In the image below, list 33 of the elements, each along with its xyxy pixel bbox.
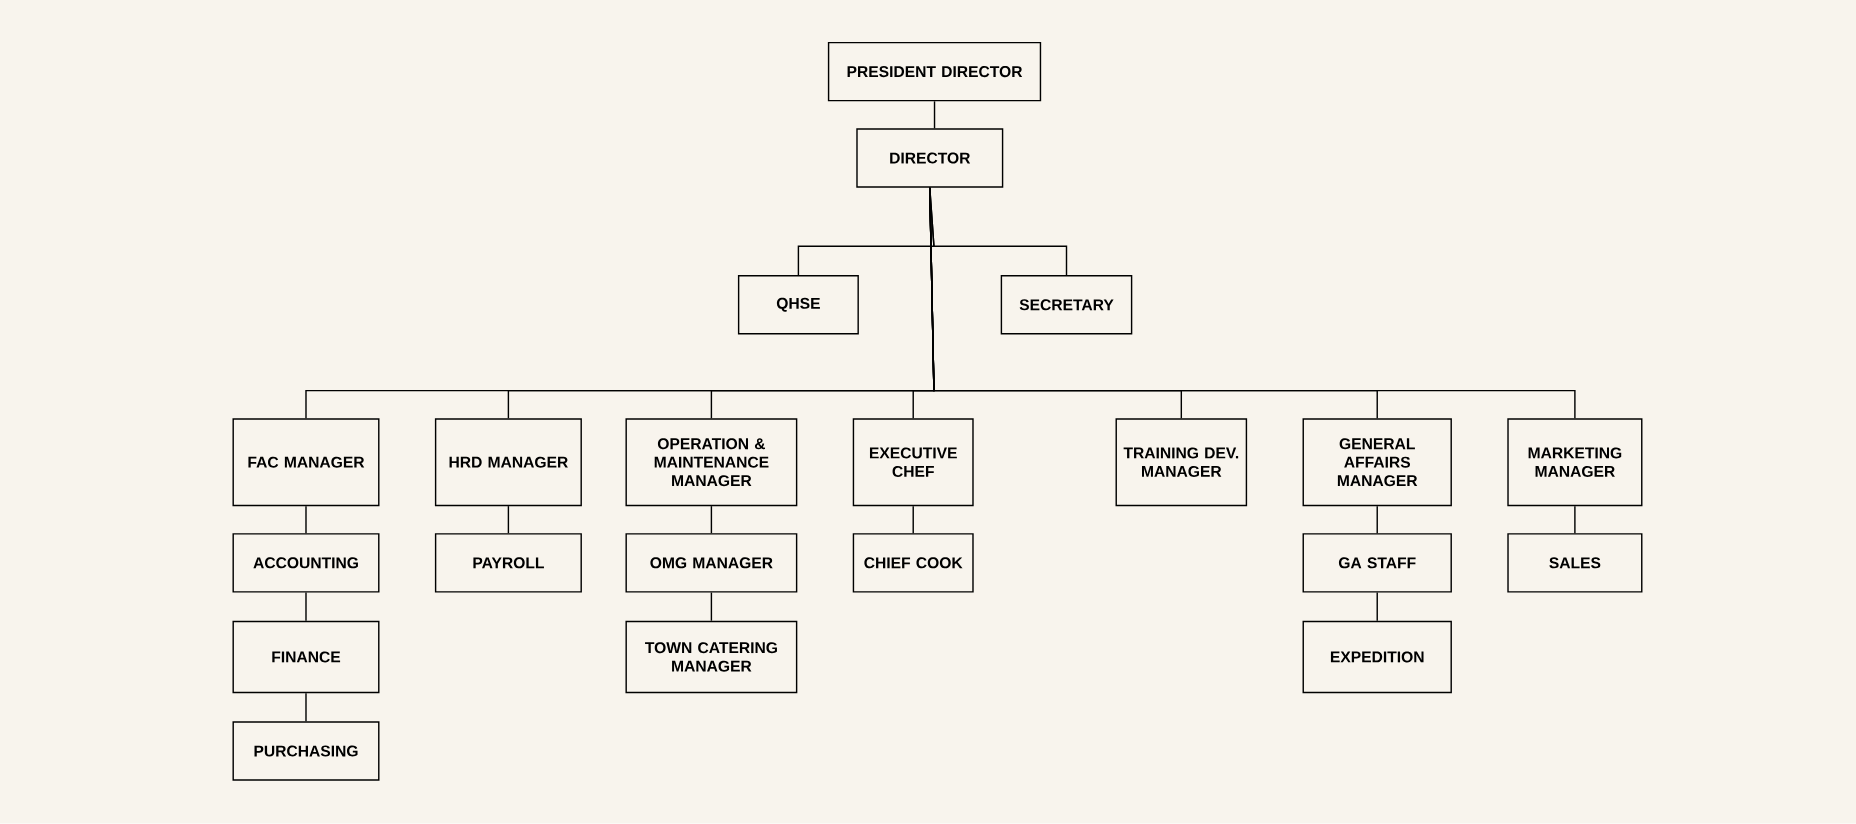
position-box: TRAINING DEV. MANAGER — [1115, 418, 1248, 507]
position-box: OMG MANAGER — [625, 533, 798, 593]
position-box: TOWN CATERING MANAGER — [625, 620, 798, 694]
position-box: ACCOUNTING — [232, 533, 380, 593]
position-box: PRESIDENT DIRECTOR — [827, 42, 1042, 102]
position-box: MARKETING MANAGER — [1507, 418, 1643, 507]
position-box: HRD MANAGER — [434, 418, 582, 507]
position-box: FAC MANAGER — [232, 418, 380, 507]
connector-line — [305, 692, 307, 723]
connector-line — [710, 505, 713, 534]
connector-line — [1376, 505, 1378, 534]
connector-line — [929, 187, 1576, 420]
position-box: EXPEDITION — [1302, 620, 1452, 694]
connector-line — [1574, 505, 1576, 534]
connector-line — [933, 100, 936, 130]
connector-line — [710, 591, 713, 622]
position-box: PURCHASING — [232, 721, 380, 781]
position-box: EXECUTIVE CHEF — [852, 418, 974, 507]
position-box: DIRECTOR — [856, 128, 1004, 188]
position-box: OPERATION & MAINTENANCE MANAGER — [625, 418, 798, 507]
connector-line — [1376, 591, 1378, 622]
position-box: SALES — [1507, 533, 1643, 593]
position-box: FINANCE — [232, 620, 380, 694]
connector-line — [305, 505, 307, 534]
position-box: GA STAFF — [1302, 533, 1452, 593]
position-box: PAYROLL — [434, 533, 582, 593]
connector-line — [912, 505, 914, 534]
position-box: CHIEF COOK — [852, 533, 974, 593]
position-box: GENERAL AFFAIRS MANAGER — [1302, 418, 1452, 507]
connector-line — [507, 505, 510, 534]
position-box: QHSE — [737, 275, 859, 335]
position-box: SECRETARY — [1000, 275, 1133, 335]
connector-line — [305, 591, 307, 622]
